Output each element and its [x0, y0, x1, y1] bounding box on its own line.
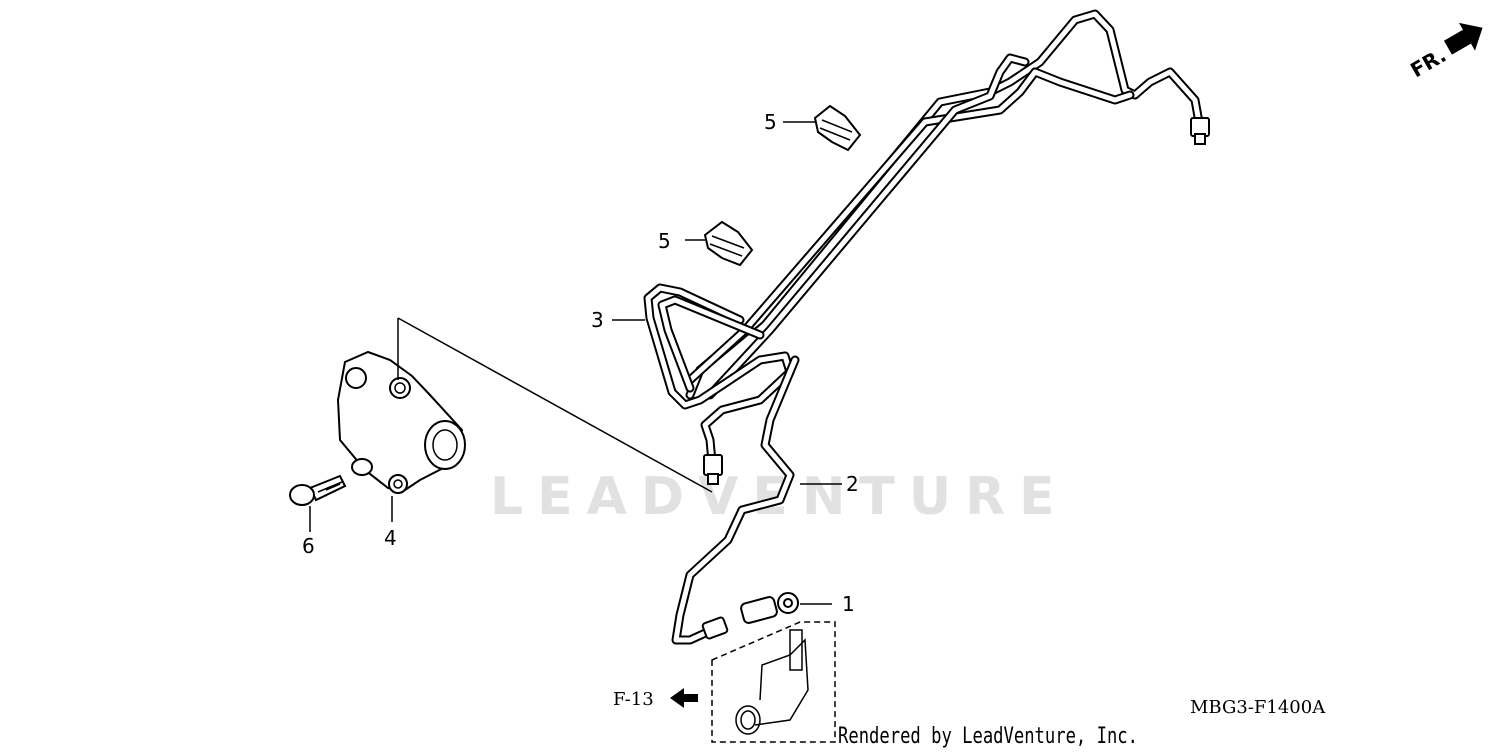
pipe-clamp-lower[interactable]: [703, 220, 754, 267]
pipe-joint-part[interactable]: [740, 592, 799, 624]
callout-2: 2: [846, 472, 859, 496]
callout-6: 6: [302, 534, 315, 558]
direction-label: FR.: [1406, 43, 1450, 82]
pipe-clamp-upper[interactable]: [813, 104, 862, 152]
master-cylinder-reference: [711, 621, 836, 743]
watermark-text: LEADVENTURE: [490, 467, 1069, 527]
callout-3: 3: [591, 308, 604, 332]
callout-5-upper: 5: [764, 110, 777, 134]
lower-brake-pipe[interactable]: [671, 355, 800, 645]
connection-leader-line: [397, 317, 713, 493]
callout-4: 4: [384, 526, 397, 550]
callout-1: 1: [842, 592, 855, 616]
proportioning-valve[interactable]: [336, 350, 466, 494]
flange-bolt[interactable]: [289, 474, 347, 506]
diagram-code: MBG3-F1400A: [1190, 697, 1326, 718]
reference-label[interactable]: F-13: [613, 689, 654, 710]
reference-arrow-icon: [670, 688, 698, 708]
front-direction-arrow-icon: [1443, 22, 1483, 55]
front-direction-indicator: FR.: [1406, 22, 1483, 82]
callout-5-lower: 5: [658, 229, 671, 253]
render-credit: Rendered by LeadVenture, Inc.: [838, 724, 1138, 749]
brake-pipe-bundle[interactable]: [643, 9, 1210, 485]
